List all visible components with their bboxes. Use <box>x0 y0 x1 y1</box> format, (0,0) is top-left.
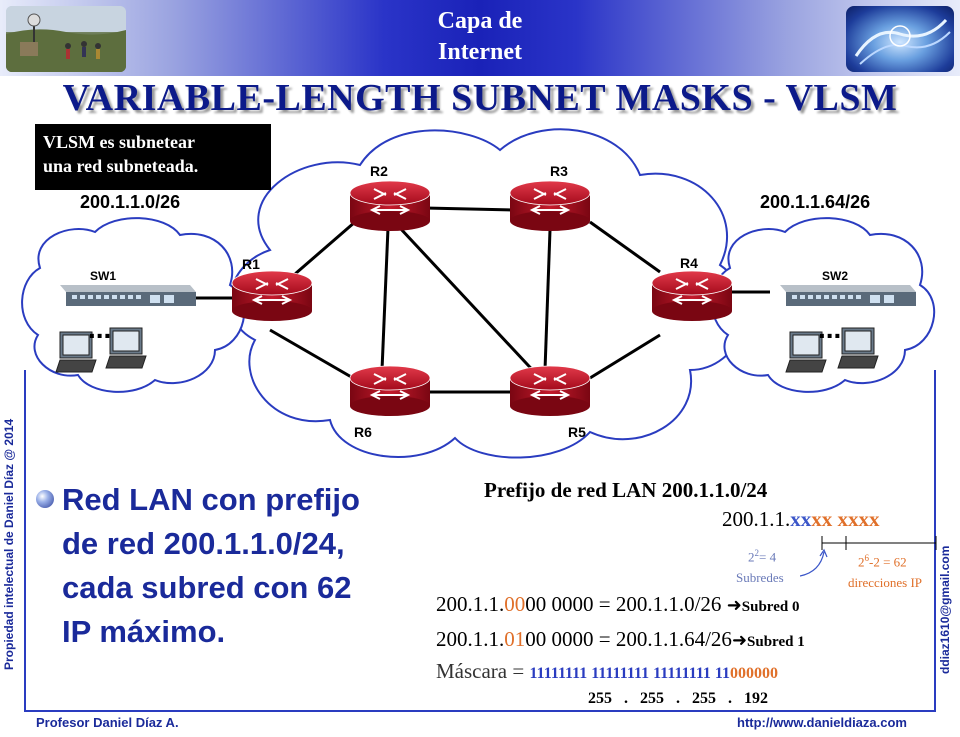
mask-decimal: 255 . 255 . 255 . 192 <box>588 690 768 707</box>
left-frame-line <box>24 370 26 712</box>
digital-hand-image <box>846 6 954 72</box>
header-title: Capa de Internet <box>437 8 523 65</box>
header-banner <box>0 0 960 76</box>
ellipsis-left: ... <box>88 313 111 344</box>
subnet0-line: 200.1.1.0000 0000 = 200.1.1.0/26 ➜Subred… <box>436 592 800 616</box>
right-network-label: 200.1.1.64/26 <box>760 192 870 212</box>
footer-author: Profesor Daniel Díaz A. <box>36 715 179 730</box>
laptop-icon <box>105 327 147 369</box>
bit-range-brackets <box>800 536 937 577</box>
router-label-r5: R5 <box>568 424 586 440</box>
laptop-icon <box>837 327 879 369</box>
copyright-text: Propiedad intelectual de Daniel Díaz @ 2… <box>2 418 16 670</box>
field-photo-image <box>6 6 126 72</box>
bullet-icon <box>36 490 54 508</box>
address-base: 200.1.1. <box>722 507 791 531</box>
address-host-bits: xx xxxx <box>811 507 880 531</box>
router-label-r4: R4 <box>680 255 698 271</box>
hosts-label: direcciones IP <box>848 575 923 590</box>
subnets-label: Subredes <box>736 570 784 585</box>
switch-icon <box>780 285 916 306</box>
router-label-r3: R3 <box>550 163 568 179</box>
router-icon <box>509 180 591 231</box>
subnets-formula: 22= 4 <box>748 548 777 565</box>
router-icon <box>509 365 591 416</box>
page-title: VARIABLE-LENGTH SUBNET MASKS - VLSM <box>62 77 898 119</box>
ellipsis-right: ... <box>818 313 841 344</box>
right-frame-line <box>934 370 936 712</box>
bottom-frame-line <box>24 710 936 712</box>
laptop-icon <box>785 331 827 373</box>
mask-line: Máscara = 11111111 11111111 11111111 110… <box>436 659 779 683</box>
subnet1-line: 200.1.1.0100 0000 = 200.1.1.64/26➜Subred… <box>436 627 805 651</box>
laptop-icon <box>55 331 97 373</box>
router-icon <box>349 180 431 231</box>
router-label-r2: R2 <box>370 163 388 179</box>
copyright-sidebar: Propiedad intelectual de Daniel Díaz @ 2… <box>2 383 22 705</box>
prefix-title: Prefijo de red LAN 200.1.1.0/24 <box>484 478 768 502</box>
address-pattern: 200.1.1.xxxx xxxx <box>722 507 880 532</box>
switch-label-sw1: SW1 <box>90 269 116 283</box>
links <box>195 206 770 394</box>
switch-label-sw2: SW2 <box>822 269 848 283</box>
router-icon <box>651 270 733 321</box>
router-icon <box>349 365 431 416</box>
switch-icon <box>60 285 196 306</box>
router-icon <box>231 270 313 321</box>
address-subnet-bits: xx <box>790 507 812 531</box>
bullet-text: Red LAN con prefijo de red 200.1.1.0/24,… <box>62 482 360 649</box>
router-label-r1: R1 <box>242 256 260 272</box>
hosts-formula: 26-2 = 62 <box>858 553 907 570</box>
left-network-label: 200.1.1.0/26 <box>80 192 180 212</box>
footer-url[interactable]: http://www.danieldiaza.com <box>737 715 907 730</box>
router-label-r6: R6 <box>354 424 372 440</box>
note-box: VLSM es subnetear una red subneteada. <box>35 124 271 190</box>
